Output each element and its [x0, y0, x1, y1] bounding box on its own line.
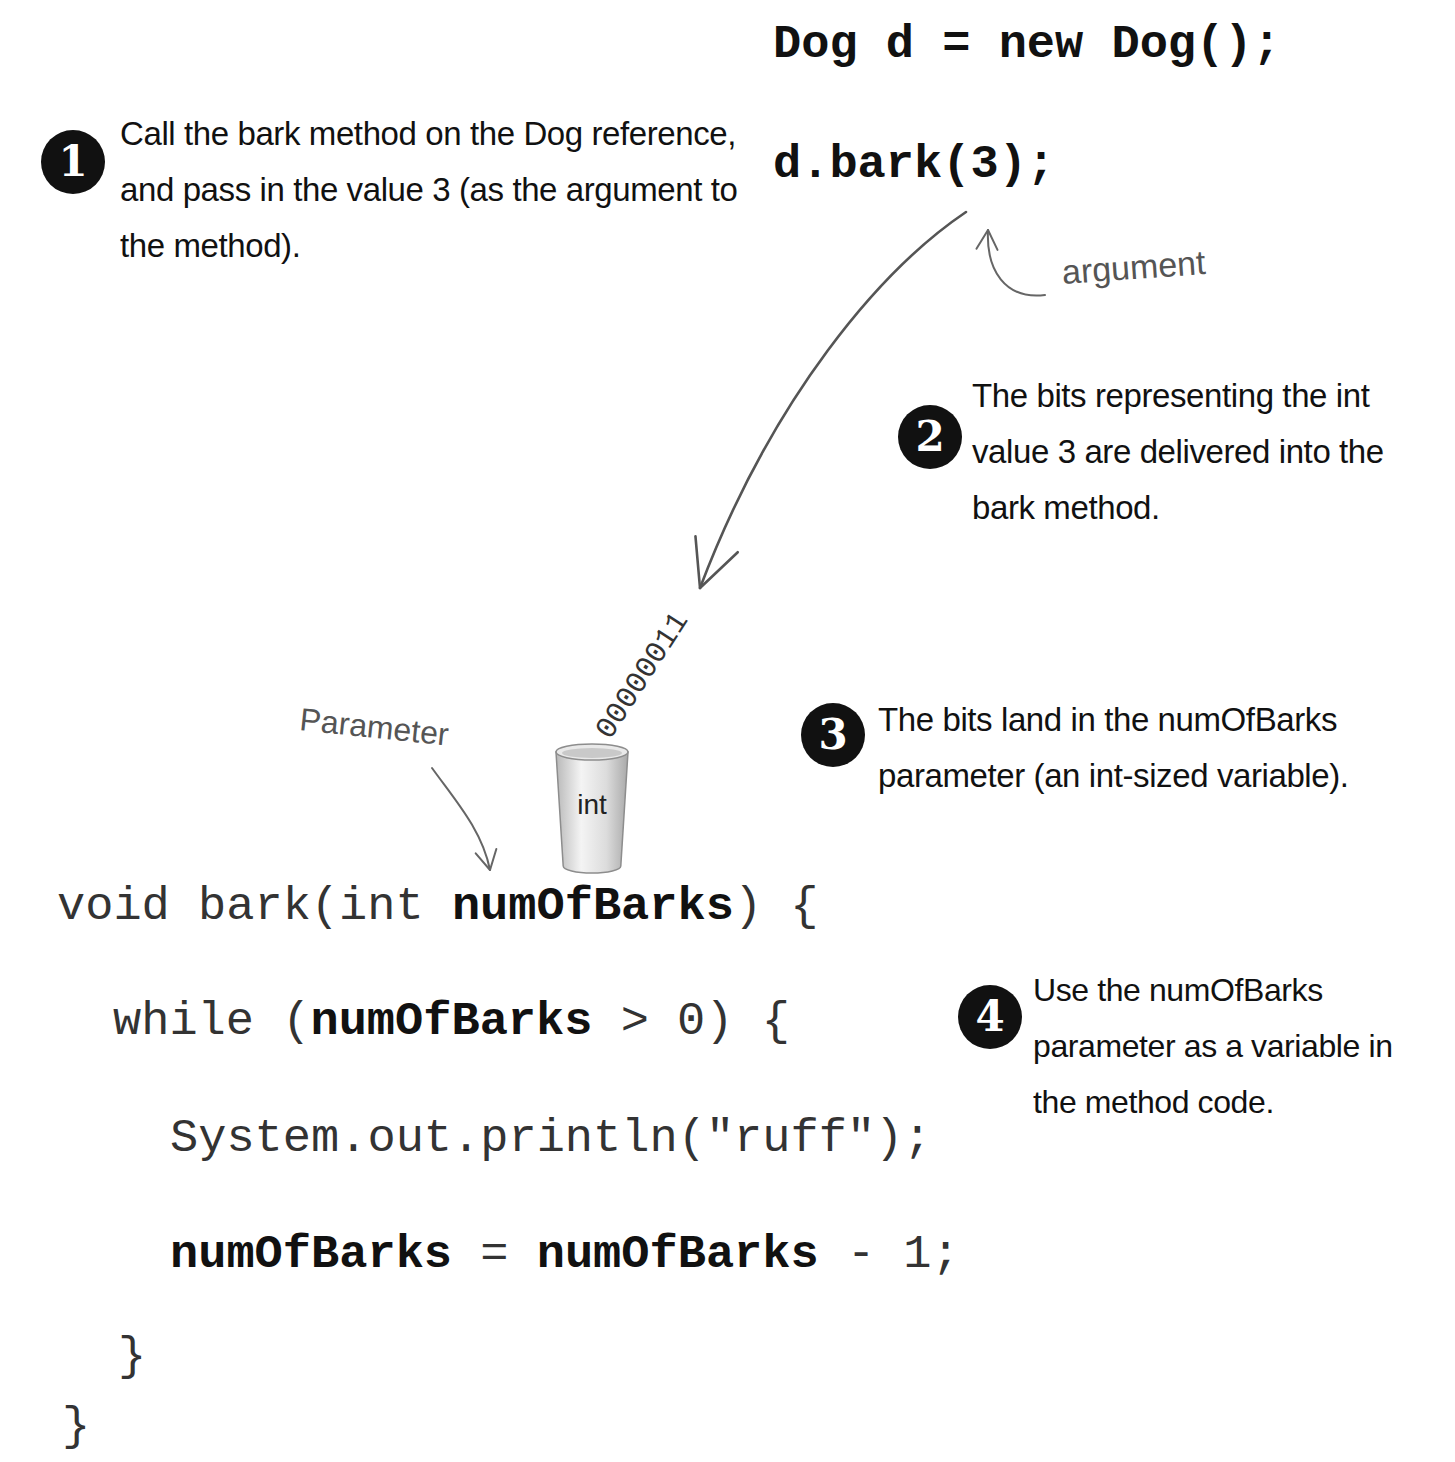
code-variable: numOfBarks	[170, 1228, 452, 1281]
callout-disc	[958, 985, 1022, 1049]
code-line: System.out.println("ruff");	[170, 1112, 932, 1166]
code-variable: numOfBarks	[310, 995, 592, 1048]
callout-disc	[801, 703, 865, 767]
callout-number: 3	[800, 702, 866, 768]
pass-arrow	[700, 212, 966, 588]
callout-digit: 4	[975, 994, 1004, 1040]
callout-text: The bits land in the numOfBarks paramete…	[878, 692, 1398, 804]
arrow-head	[695, 536, 737, 588]
parameter-arrow	[432, 768, 490, 870]
code-statement: Dog d = new Dog();	[773, 18, 1281, 72]
code-part: void bark(int	[57, 880, 452, 933]
code-part: =	[452, 1228, 537, 1281]
arrow-head	[476, 849, 497, 870]
bit-pattern: 00000011	[590, 607, 696, 746]
annotation: argument	[1061, 242, 1207, 293]
annotation: Parameter	[298, 700, 451, 754]
argument-arrow	[988, 230, 1045, 296]
code-part: > 0) {	[592, 995, 789, 1048]
code-variable: numOfBarks	[537, 1228, 819, 1281]
cup-inside	[562, 748, 622, 758]
code-statement: d.bark(3);	[773, 138, 1055, 192]
callout-disc	[41, 130, 105, 194]
code-line: numOfBarks = numOfBarks - 1;	[170, 1228, 960, 1282]
callout-number: 1	[40, 129, 106, 195]
code-part: while (	[113, 995, 310, 1048]
code-line: void bark(int numOfBarks) {	[57, 880, 819, 934]
callout-text: Use the numOfBarks parameter as a variab…	[1033, 962, 1443, 1130]
callout-digit: 2	[915, 414, 944, 460]
callout-digit: 1	[58, 139, 87, 185]
cup-body	[556, 752, 628, 873]
callout-digit: 3	[818, 712, 847, 758]
callout-number: 2	[897, 404, 963, 470]
callout-number: 4	[957, 984, 1023, 1050]
callout-text: Call the bark method on the Dog referenc…	[120, 106, 740, 274]
arrow-head	[976, 230, 997, 250]
code-part: ) {	[734, 880, 819, 933]
code-line: }	[62, 1400, 90, 1454]
int-cup: int	[552, 742, 632, 874]
code-part: - 1;	[819, 1228, 960, 1281]
callout-disc	[898, 405, 962, 469]
code-line: }	[118, 1330, 146, 1384]
cup-rim	[556, 744, 628, 760]
code-variable: numOfBarks	[452, 880, 734, 933]
code-line: while (numOfBarks > 0) {	[113, 995, 790, 1049]
callout-text: The bits representing the int value 3 ar…	[972, 368, 1427, 536]
type-label: int	[577, 790, 607, 821]
